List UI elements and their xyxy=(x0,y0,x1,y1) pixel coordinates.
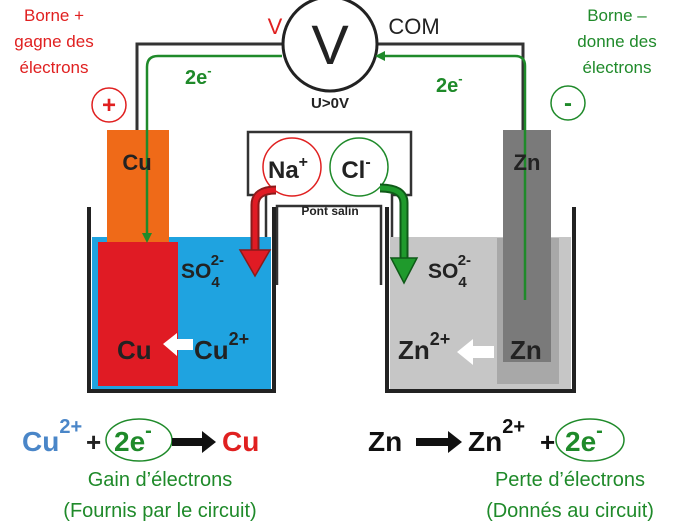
chloride-ion-label: Cl- xyxy=(341,154,370,184)
copper-metal-species: Cu xyxy=(117,335,152,365)
zinc-rod xyxy=(503,130,551,362)
oxidation-arrow-right xyxy=(457,339,494,365)
left-caption-2: (Fournis par le circuit) xyxy=(63,500,256,522)
negative-sign-text: - xyxy=(564,90,572,117)
left-caption-1: Gain d’électrons xyxy=(88,469,233,491)
terminal-v-label: V xyxy=(268,14,283,39)
sodium-ion: Na+ xyxy=(262,137,322,197)
right-eq-electron-circle xyxy=(555,418,625,462)
positive-sign: + xyxy=(91,87,127,123)
reduction-arrow-left xyxy=(163,333,193,356)
left-terminal-line-1: Borne + xyxy=(24,6,84,25)
electron-flow-left: 2e- xyxy=(142,54,282,243)
sodium-ion-label: Na+ xyxy=(268,154,308,184)
zinc-electrode xyxy=(497,130,559,384)
zinc-ion-species: Zn2+ xyxy=(398,329,450,365)
right-terminal-line-2: donne des xyxy=(577,32,656,51)
terminal-com-label: COM xyxy=(388,14,439,39)
copper-electrode xyxy=(98,130,178,386)
left-eq-copper-metal: Cu xyxy=(222,426,259,457)
left-terminal-line-3: électrons xyxy=(20,58,89,77)
voltmeter-dial xyxy=(281,0,379,93)
right-terminal-label: Borne – donne des électrons xyxy=(577,6,656,77)
zinc-electrode-label: Zn xyxy=(514,150,541,175)
left-terminal-label: Borne + gagne des électrons xyxy=(14,6,93,77)
right-terminal-line-1: Borne – xyxy=(587,6,647,25)
electron-label-right: 2e- xyxy=(436,71,463,97)
right-eq-zinc-metal: Zn xyxy=(368,426,402,457)
negative-sign: - xyxy=(550,85,586,121)
right-eq-plus: + xyxy=(540,427,555,457)
right-sulfate-ion: SO42- xyxy=(428,252,471,291)
voltmeter-symbol: V xyxy=(311,13,349,76)
right-eq-zinc-ion: Zn2+ xyxy=(468,416,525,457)
right-eq-electrons: 2e- xyxy=(565,420,603,457)
electron-flow-right: 2e- xyxy=(375,51,527,300)
left-eq-electrons: 2e- xyxy=(114,420,152,457)
copper-ion-species: Cu2+ xyxy=(194,329,249,365)
electron-label-left: 2e- xyxy=(185,63,212,89)
chloride-ion: Cl- xyxy=(329,137,389,197)
left-eq-arrow xyxy=(172,431,216,453)
anion-migration-arrow xyxy=(379,183,419,285)
left-half-equation: Cu2+ + 2e- Cu Gain d’électrons (Fournis … xyxy=(22,416,259,522)
copper-electrode-label: Cu xyxy=(122,150,151,175)
right-half-equation: Zn Zn2+ + 2e- Perte d’électrons (Donnés … xyxy=(368,416,654,522)
voltmeter: V V COM U>0V xyxy=(268,0,440,112)
left-sulfate-ion: SO42- xyxy=(181,252,224,291)
right-terminal-line-3: électrons xyxy=(583,58,652,77)
right-eq-arrow xyxy=(416,431,462,453)
positive-sign-text: + xyxy=(102,92,116,119)
left-eq-plus: + xyxy=(86,427,101,457)
right-caption-1: Perte d’électrons xyxy=(495,469,645,491)
voltage-reading: U>0V xyxy=(311,95,349,112)
copper-rod xyxy=(107,130,169,242)
right-caption-2: (Donnés au circuit) xyxy=(486,500,654,522)
cation-migration-arrow xyxy=(238,185,277,278)
left-terminal-line-2: gagne des xyxy=(14,32,93,51)
zinc-metal-species: Zn xyxy=(510,335,542,365)
circuit-wires xyxy=(135,42,525,130)
copper-deposit-block xyxy=(98,242,178,386)
salt-bridge-label: Pont salin xyxy=(301,204,358,218)
left-eq-copper-ion: Cu2+ xyxy=(22,416,82,457)
